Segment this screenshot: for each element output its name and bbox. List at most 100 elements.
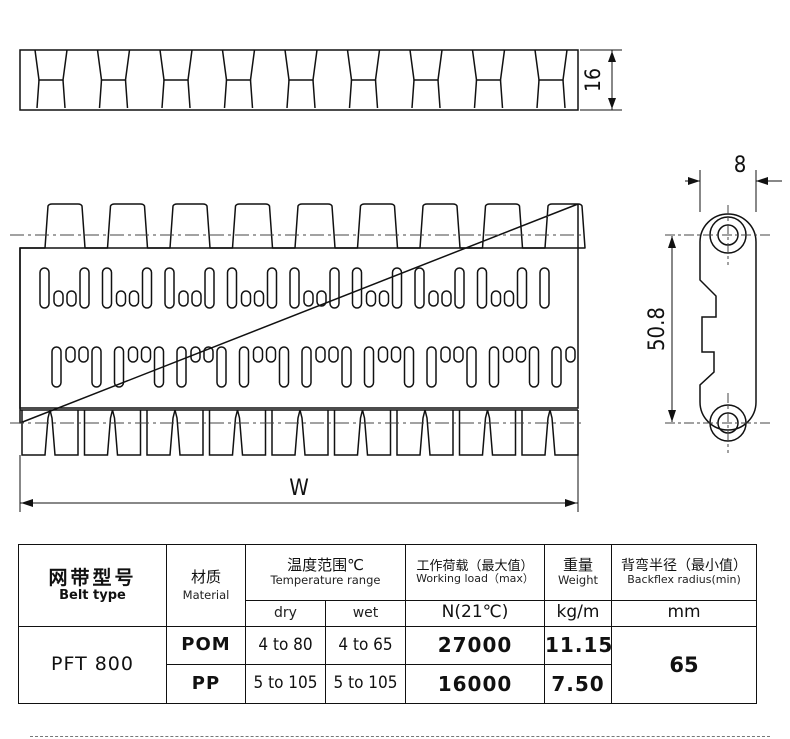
plan-bottom-tooth-right (361, 409, 392, 456)
material-cell: PP (166, 664, 246, 704)
plan-body (19, 247, 579, 409)
model-cell: PFT 800 (18, 626, 167, 704)
long-slot (216, 346, 227, 388)
wet-header: wet (324, 599, 407, 628)
plan-bottom-tooth-right (49, 409, 79, 456)
short-slot (190, 346, 201, 363)
long-slot (551, 346, 562, 388)
long-slot (363, 346, 375, 388)
long-slot (301, 346, 312, 388)
weight-cell: 7.50 (544, 664, 613, 704)
load-header: 工作荷载（最大值） Working load（max） (405, 544, 546, 601)
belt-type-header: 网带型号 Belt type (18, 543, 167, 628)
radius-header-en: Backflex radius(min) (627, 572, 741, 586)
side-tooth-lower (411, 79, 441, 109)
plan-bottom-tooth-left (83, 409, 114, 456)
side-tooth-lower (536, 79, 566, 109)
short-slot (441, 290, 452, 307)
plan-bottom-tooth-left (333, 409, 364, 456)
material-cell: POM (166, 626, 246, 666)
short-slot (53, 290, 64, 307)
short-slot (253, 290, 265, 307)
plan-bottom-tooth-right (486, 409, 517, 456)
short-slot (203, 346, 214, 363)
short-slot (453, 346, 464, 363)
temperature-header: 温度范围℃ Temperature range (244, 544, 407, 601)
short-slot (440, 346, 451, 363)
belt-side-profile (19, 49, 579, 111)
side-tooth-upper (471, 49, 506, 81)
long-slot (39, 267, 50, 309)
long-slot (266, 267, 278, 309)
long-slot (289, 267, 300, 309)
long-slot (226, 267, 238, 309)
pitch-dimension (668, 236, 676, 422)
side-tooth-upper (221, 49, 256, 81)
long-slot (426, 346, 437, 388)
material-header-cn: 材质 (190, 567, 221, 586)
table-row: PP 5 to 105 5 to 105 16000 7.50 (19, 664, 757, 704)
long-slot (51, 346, 62, 388)
dry-range-cell: 5 to 105 (245, 664, 326, 704)
long-slot (528, 346, 540, 388)
long-slot (351, 267, 363, 309)
weight-header-cn: 重量 (563, 556, 594, 575)
long-slot (204, 267, 215, 309)
short-slot (490, 290, 502, 307)
width-dimension-label: W (289, 476, 309, 501)
wet-range-cell: 4 to 65 (324, 626, 407, 666)
long-slot (488, 346, 500, 388)
plan-centerlines (10, 234, 585, 424)
long-slot (113, 346, 125, 388)
belt-type-header-cn: 网带型号 (48, 566, 137, 589)
side-tooth-lower (223, 79, 254, 109)
short-slot (191, 290, 202, 307)
side-tooth-upper (34, 49, 68, 81)
long-slot (391, 267, 403, 309)
plan-bottom-tooth-left (21, 409, 51, 456)
height-dimension-label: 16 (581, 68, 605, 92)
temperature-header-en: Temperature range (270, 573, 381, 588)
dry-header: dry (245, 599, 326, 628)
plan-bottom-tooth-left (271, 409, 301, 456)
plan-bottom-tooth-left (208, 409, 239, 456)
short-slot (303, 290, 314, 307)
long-slot (403, 346, 415, 388)
plan-bottom-tooth-right (111, 409, 142, 456)
radius-unit: mm (611, 599, 758, 628)
short-slot (365, 290, 377, 307)
table-row: PFT 800 POM 4 to 80 4 to 65 27000 11.15 … (18, 626, 758, 704)
side-profile-outline (19, 49, 579, 111)
long-slot (454, 267, 465, 309)
plan-bottom-tooth-right (174, 409, 204, 456)
spec-table: 网带型号 Belt type 材质 Material 温度范围℃ Tempera… (18, 543, 758, 704)
short-slot (390, 346, 402, 363)
radius-header-cn: 背弯半径（最小值） (621, 558, 748, 575)
load-header-en: Working load（max） (416, 572, 534, 586)
load-unit: N(21℃) (405, 599, 546, 628)
long-slot (79, 267, 90, 309)
long-slot (466, 346, 477, 388)
short-slot (515, 346, 527, 363)
thickness-dimension-label: 8 (734, 153, 747, 178)
long-slot (516, 267, 528, 309)
short-slot (127, 346, 139, 363)
short-slot (78, 346, 89, 363)
long-slot (101, 267, 113, 309)
belt-plan-view (19, 203, 586, 456)
short-slot (128, 290, 140, 307)
side-tooth-lower (348, 79, 379, 109)
wet-range-cell: 5 to 105 (324, 664, 407, 704)
side-tooth-upper (346, 49, 381, 81)
material-header: 材质 Material (166, 543, 246, 628)
short-slot (140, 346, 152, 363)
plan-bottom-tooth-right (299, 409, 329, 456)
long-slot (329, 267, 340, 309)
side-tooth-upper (534, 49, 568, 81)
plan-bottom-tooth-left (458, 409, 489, 456)
long-slot (539, 267, 550, 309)
side-tooth-lower (98, 79, 129, 109)
plan-top-edge (19, 203, 586, 424)
short-slot (265, 346, 277, 363)
footer-divider (30, 736, 770, 737)
